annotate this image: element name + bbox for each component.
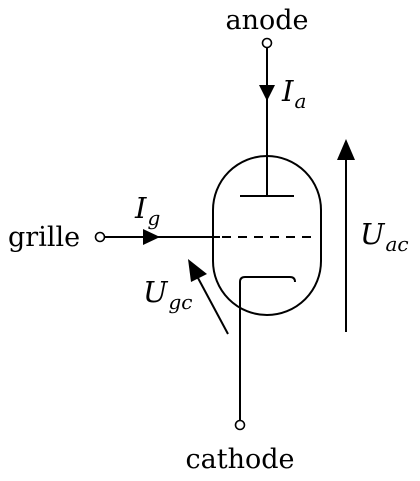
anode-current-symbol: I [281, 74, 294, 108]
grid-label: grille [8, 222, 80, 253]
anode-current-arrow [259, 85, 275, 101]
ugc-label: Ugc [143, 275, 192, 314]
uac-symbol: U [360, 217, 386, 251]
ugc-arrow-shaft [197, 277, 229, 335]
uac-label: Uac [360, 217, 409, 256]
anode-label: anode [225, 5, 308, 36]
grid-current-arrow [143, 229, 160, 245]
grid-terminal[interactable] [94, 231, 106, 243]
grid-current-label: Ig [134, 191, 160, 230]
uac-arrow-head [337, 139, 355, 160]
ugc-symbol: U [143, 275, 169, 309]
anode-current-label: Ia [281, 74, 306, 113]
cathode-terminal[interactable] [234, 419, 246, 431]
ugc-arrow-head [188, 259, 207, 282]
cathode-element [239, 276, 296, 420]
ugc-subscript: gc [168, 290, 192, 314]
uac-subscript: ac [385, 232, 408, 256]
cathode-label: cathode [186, 444, 295, 475]
anode-terminal[interactable] [261, 37, 273, 49]
grid-current-subscript: g [147, 206, 160, 230]
anode-current-subscript: a [294, 89, 306, 113]
grid-current-symbol: I [134, 191, 147, 225]
